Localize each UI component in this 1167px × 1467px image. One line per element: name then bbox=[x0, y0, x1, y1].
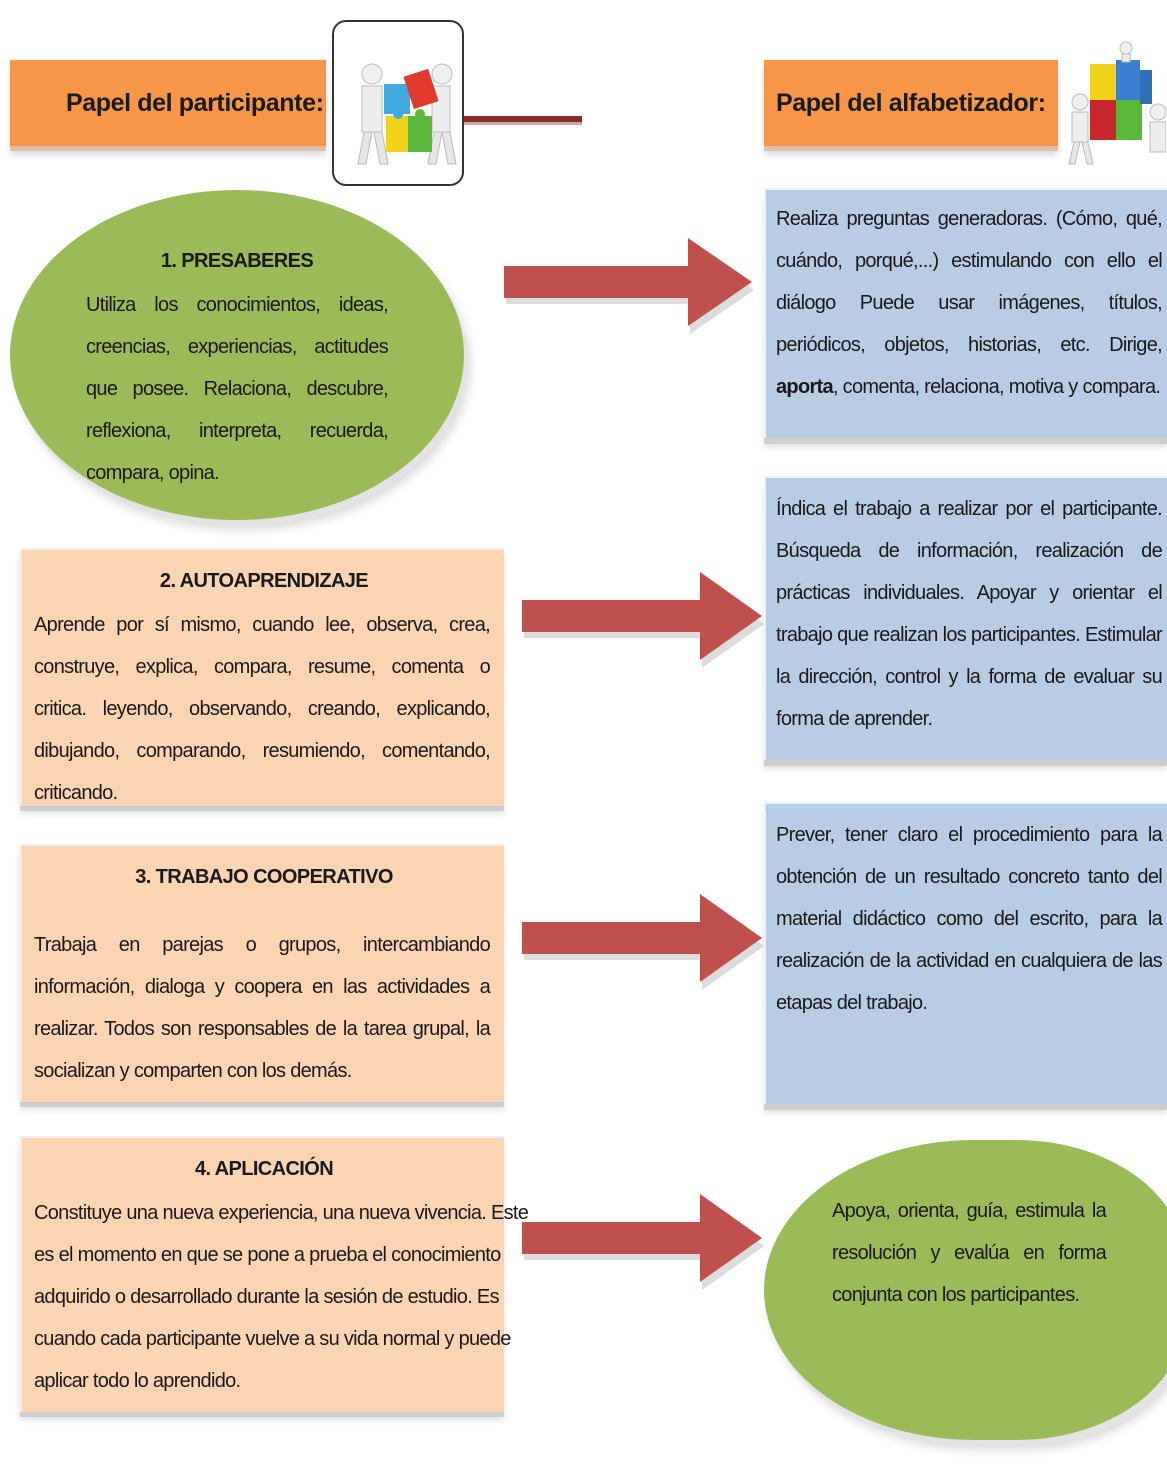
participant-icon-frame bbox=[332, 20, 464, 186]
aplicacion-text: Constituye una nueva experiencia, una nu… bbox=[34, 1192, 529, 1402]
aplicacion-line: aplicar todo lo aprendido. bbox=[34, 1370, 241, 1392]
aplicacion-box: 4. APLICACIÓN Constituye una nueva exper… bbox=[20, 1136, 529, 1412]
aplicacion-facilitator-text: Apoya, orienta, guía, estimula la resolu… bbox=[832, 1200, 1107, 1306]
presaberes-facilitator-text: Realiza preguntas generadoras. (Cómo, qu… bbox=[776, 198, 1163, 408]
aplicacion-facilitator-ellipse: Apoya, orienta, guía, estimula la resolu… bbox=[764, 1140, 1167, 1440]
autoaprendizaje-box: 2. AUTOAPRENDIZAJE Aprende por sí mismo,… bbox=[20, 548, 504, 806]
presaberes-facilitator-box: Realiza preguntas generadoras. (Cómo, qu… bbox=[764, 188, 1167, 438]
aplicacion-line: es el momento en que se pone a prueba el… bbox=[34, 1244, 501, 1266]
right-arrow-icon bbox=[522, 572, 764, 668]
trabajo-cooperativo-box: 3. TRABAJO COOPERATIVO Trabaja en pareja… bbox=[20, 844, 504, 1102]
aplicacion-line: Constituye una nueva experiencia, una nu… bbox=[34, 1202, 529, 1224]
aplicacion-title: 4. APLICACIÓN bbox=[194, 1158, 334, 1180]
right-arrow-icon bbox=[504, 238, 754, 334]
puzzle-cube-team-icon bbox=[1068, 41, 1166, 165]
presaberes-facilitator-text-a: Realiza preguntas generadoras. (Cómo, qu… bbox=[776, 208, 1163, 356]
right-arrow-icon bbox=[522, 1194, 764, 1290]
facilitator-role-title: Papel del alfabetizador: bbox=[776, 88, 1046, 117]
aplicacion-line: cuando cada participante vuelve a su vid… bbox=[34, 1328, 511, 1350]
presaberes-facilitator-bold: aporta bbox=[776, 376, 834, 398]
puzzle-team-icon bbox=[357, 63, 457, 165]
participant-role-title: Papel del participante: bbox=[66, 88, 324, 117]
presaberes-facilitator-text-b: , comenta, relaciona, motiva y compara. bbox=[832, 376, 1161, 398]
right-arrow-icon bbox=[522, 894, 764, 990]
header-connector-line bbox=[464, 116, 582, 122]
arrow-aplicacion bbox=[518, 1190, 770, 1295]
trabajo-cooperativo-facilitator-box: Prever, tener claro el procedimiento par… bbox=[764, 802, 1167, 1104]
trabajo-cooperativo-facilitator-text: Prever, tener claro el procedimiento par… bbox=[776, 824, 1163, 1014]
autoaprendizaje-text: Aprende por sí mismo, cuando lee, observ… bbox=[34, 614, 491, 804]
presaberes-text: Utiliza los conocimientos, ideas, creenc… bbox=[86, 294, 389, 484]
facilitator-role-header: Papel del alfabetizador: bbox=[764, 60, 1058, 146]
arrow-trabajo-cooperativo bbox=[518, 890, 770, 995]
trabajo-cooperativo-text: Trabaja en parejas o grupos, intercambia… bbox=[34, 934, 491, 1082]
presaberes-title: 1. PRESABERES bbox=[160, 250, 314, 272]
trabajo-cooperativo-title: 3. TRABAJO COOPERATIVO bbox=[135, 866, 393, 888]
autoaprendizaje-facilitator-text: Índica el trabajo a realizar por el part… bbox=[776, 498, 1163, 730]
aplicacion-line: adquirido o desarrollado durante la sesi… bbox=[34, 1286, 500, 1308]
participant-role-header: Papel del participante: bbox=[10, 60, 326, 146]
arrow-autoaprendizaje bbox=[518, 568, 770, 673]
presaberes-ellipse: 1. PRESABERES Utiliza los conocimientos,… bbox=[10, 190, 464, 520]
autoaprendizaje-title: 2. AUTOAPRENDIZAJE bbox=[159, 570, 369, 592]
autoaprendizaje-facilitator-box: Índica el trabajo a realizar por el part… bbox=[764, 476, 1167, 760]
arrow-presaberes bbox=[500, 234, 760, 339]
